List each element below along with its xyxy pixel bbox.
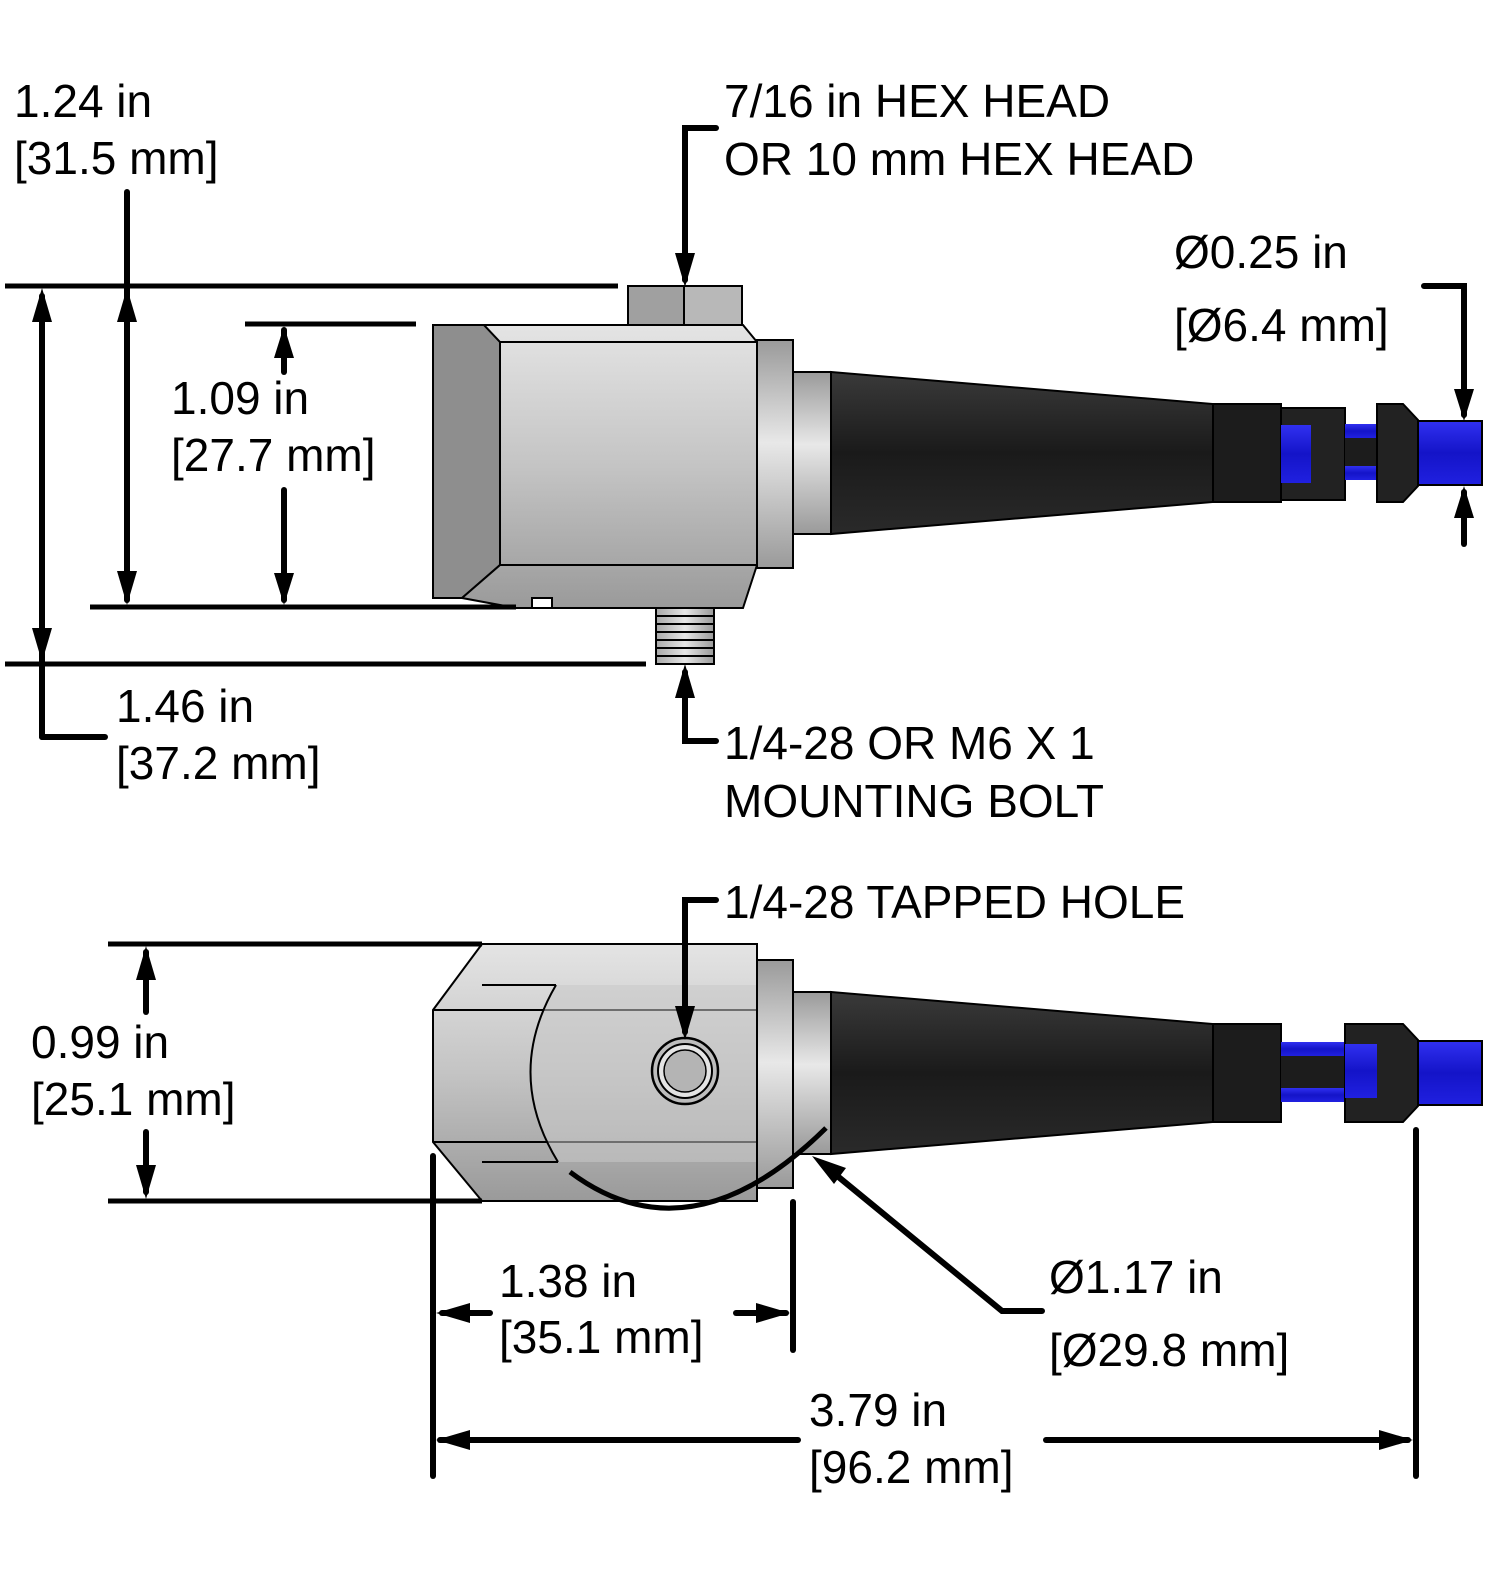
cable-dia-mm: [Ø6.4 mm] <box>1174 299 1389 351</box>
dim-124-mm: [31.5 mm] <box>14 132 219 184</box>
body-dia-mm: [Ø29.8 mm] <box>1049 1324 1289 1376</box>
tapped-hole-label: 1/4-28 TAPPED HOLE <box>724 876 1185 928</box>
cable-connector-side <box>1281 1023 1419 1123</box>
top-view-dimensions <box>5 125 1474 744</box>
dim-109-mm: [27.7 mm] <box>171 429 376 481</box>
labels: 7/16 in HEX HEAD OR 10 mm HEX HEAD 1.24 … <box>14 75 1389 1493</box>
sensor-body <box>459 324 758 609</box>
hex-head-label-2: OR 10 mm HEX HEAD <box>724 133 1194 185</box>
bolt-label-1: 1/4-28 OR M6 X 1 <box>724 717 1095 769</box>
dim-379-in: 3.79 in <box>809 1384 947 1436</box>
body-collar <box>756 339 794 569</box>
tapped-hole <box>650 1036 720 1106</box>
bolt-label-2: MOUNTING BOLT <box>724 775 1104 827</box>
cable-boot <box>830 370 1214 536</box>
dim-109-in: 1.09 in <box>171 372 309 424</box>
dim-099-mm: [25.1 mm] <box>31 1073 236 1125</box>
body-chamfer-face <box>432 324 501 599</box>
body-dia-in: Ø1.17 in <box>1049 1251 1223 1303</box>
dim-146-in: 1.46 in <box>116 680 254 732</box>
dim-124-in: 1.24 in <box>14 75 152 127</box>
dim-099-in: 0.99 in <box>31 1016 169 1068</box>
dim-146-mm: [37.2 mm] <box>116 737 321 789</box>
cable <box>1417 420 1483 486</box>
dim-379-mm: [96.2 mm] <box>809 1441 1014 1493</box>
mounting-bolt <box>655 607 715 665</box>
bottom-view-dimensions <box>108 897 1419 1479</box>
dim-138-in: 1.38 in <box>499 1255 637 1307</box>
hex-head-label-1: 7/16 in HEX HEAD <box>724 75 1110 127</box>
bottom-view-sensor <box>432 943 1483 1211</box>
top-view-sensor <box>432 285 1483 665</box>
cable-dia-in: Ø0.25 in <box>1174 226 1348 278</box>
cable-connector <box>1280 403 1419 503</box>
dim-138-mm: [35.1 mm] <box>499 1311 704 1363</box>
